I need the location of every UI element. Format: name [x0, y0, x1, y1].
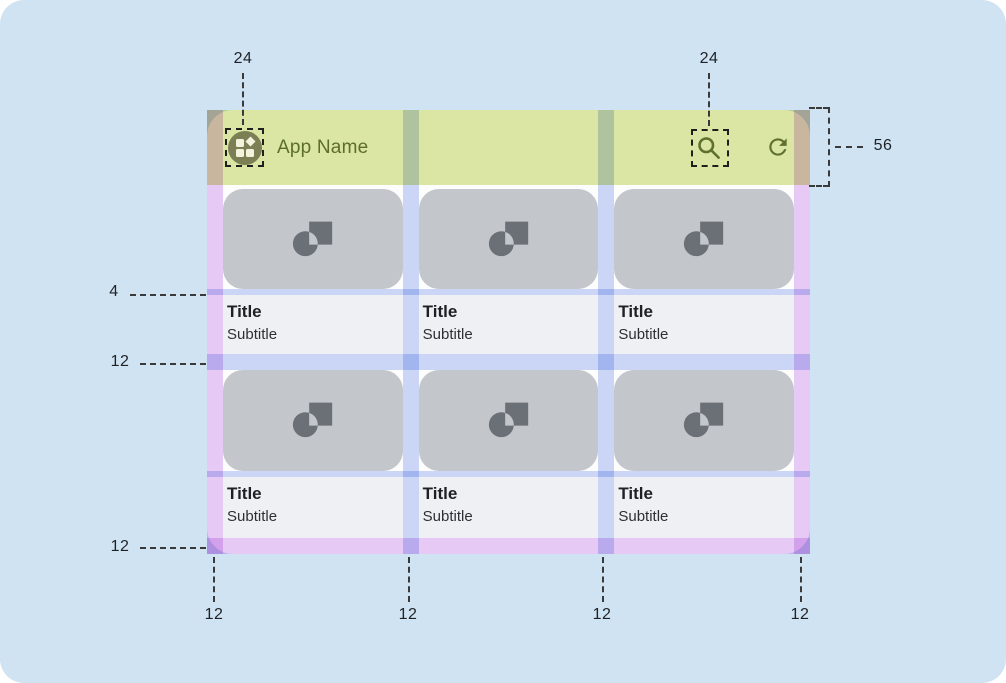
dim-line — [800, 557, 802, 602]
refresh-icon[interactable] — [765, 134, 791, 165]
dim-label-left-margin: 12 — [204, 606, 224, 623]
search-icon-bounds-box — [691, 129, 729, 167]
card-text[interactable]: Title Subtitle — [614, 295, 795, 354]
card-image-row-2 — [207, 370, 810, 471]
dim-line — [408, 557, 410, 602]
card-image[interactable] — [223, 189, 403, 289]
search-icon[interactable] — [695, 134, 722, 166]
card-title: Title — [227, 484, 262, 503]
left-margin-strip — [207, 110, 223, 554]
dim-label-right-margin: 12 — [790, 606, 810, 623]
dim-line — [835, 146, 863, 148]
dim-bracket-line — [828, 107, 830, 187]
dim-label-gutter-1: 12 — [398, 606, 418, 623]
card-image[interactable] — [418, 370, 599, 471]
card-text[interactable]: Title Subtitle — [223, 295, 403, 354]
card-text[interactable]: Title Subtitle — [418, 477, 599, 538]
dim-label-appbar-height: 56 — [873, 137, 893, 154]
image-text-gap-strip — [207, 471, 810, 477]
card-text[interactable]: Title Subtitle — [418, 295, 599, 354]
card-subtitle: Subtitle — [618, 326, 669, 343]
image-placeholder-icon — [486, 214, 532, 265]
dim-label-row-gap: 12 — [110, 353, 130, 370]
card-title: Title — [618, 484, 653, 503]
card-subtitle: Subtitle — [422, 326, 473, 343]
card-title: Title — [422, 302, 458, 321]
card-image-row-1 — [207, 189, 810, 289]
image-placeholder-icon — [486, 395, 532, 446]
card-text-row-2: Title Subtitle Title Subtitle Title Subt… — [207, 477, 810, 538]
card-image[interactable] — [614, 370, 795, 471]
card-text-row-1: Title Subtitle Title Subtitle Title Subt… — [207, 295, 810, 354]
right-margin-strip — [794, 110, 810, 554]
card-subtitle: Subtitle — [227, 326, 278, 343]
image-placeholder-icon — [290, 214, 336, 265]
card-text[interactable]: Title Subtitle — [614, 477, 795, 538]
card-title: Title — [227, 302, 262, 321]
image-text-gap-strip — [207, 289, 810, 295]
dim-label-gutter-2: 12 — [592, 606, 612, 623]
card-subtitle: Subtitle — [422, 508, 473, 525]
card-subtitle: Subtitle — [618, 508, 669, 525]
image-placeholder-icon — [681, 214, 727, 265]
dim-label-app-icon: 24 — [233, 50, 253, 67]
image-placeholder-icon — [290, 395, 336, 446]
dim-label-bottom-margin: 12 — [110, 538, 130, 555]
card-image[interactable] — [614, 189, 795, 289]
card-title: Title — [618, 302, 653, 321]
app-launcher-icon — [227, 130, 263, 171]
dim-bracket-tick — [809, 107, 829, 109]
dim-line — [242, 73, 244, 125]
app-mockup: Title Subtitle Title Subtitle Title Subt… — [207, 110, 810, 554]
bottom-margin-strip — [207, 538, 810, 554]
card-title: Title — [422, 484, 458, 503]
app-icon-bounds-box — [225, 128, 264, 167]
dim-line — [708, 73, 710, 126]
card-image[interactable] — [223, 370, 403, 471]
card-text[interactable]: Title Subtitle — [223, 477, 403, 538]
dim-line — [140, 547, 206, 549]
dim-line — [602, 557, 604, 602]
card-image[interactable] — [418, 189, 599, 289]
gutter-strip — [402, 110, 419, 554]
dim-line — [213, 557, 215, 602]
dim-label-image-text-gap: 4 — [109, 283, 119, 300]
dim-label-search-icon: 24 — [699, 50, 719, 67]
dim-line — [140, 363, 206, 365]
card-subtitle: Subtitle — [227, 508, 278, 525]
image-placeholder-icon — [681, 395, 727, 446]
gutter-strip — [598, 110, 615, 554]
app-name-title: App Name — [277, 136, 369, 158]
row-gap-strip — [207, 354, 810, 370]
dim-line — [130, 294, 206, 296]
dim-bracket-tick — [809, 185, 829, 187]
